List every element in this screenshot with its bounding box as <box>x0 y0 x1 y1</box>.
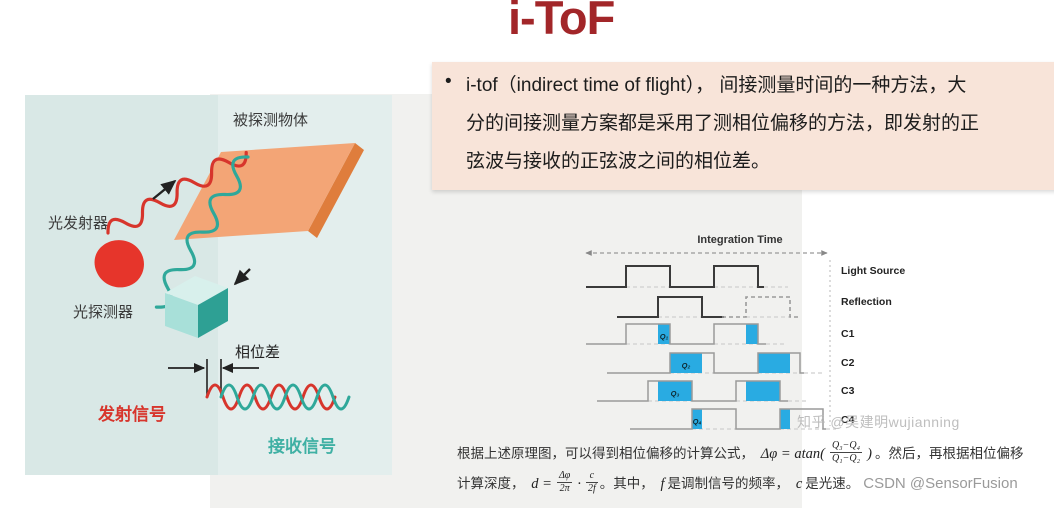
q2-label: Q₂ <box>682 361 691 370</box>
itof-timing-diagram: Integration Time Q₁ Q₂ Q₃ Q₄ Light Sourc… <box>585 234 905 430</box>
tx-signal-label: 发射信号 <box>97 404 166 424</box>
light-source-wave <box>586 265 764 288</box>
q2-window-2 <box>758 353 790 373</box>
page-title: i-ToF <box>508 0 615 44</box>
formula-l2-d-equals: d = <box>531 476 552 492</box>
q1-window <box>658 324 670 344</box>
q4-label: Q₄ <box>693 417 702 426</box>
tof-principle-diagram: 被探测物体 光发射器 光探测器 相位差 发射信号 接收信号 <box>25 95 392 475</box>
q3-window-2 <box>746 381 780 401</box>
slab-top-face <box>174 143 355 240</box>
q1-label: Q₁ <box>660 332 669 341</box>
c1-wave <box>586 323 766 345</box>
formula-l2-text2: 。其中， <box>599 476 654 491</box>
emitted-light-wave <box>106 150 248 235</box>
formula-f-symbol: f <box>660 476 665 492</box>
q4-window-2 <box>780 409 790 429</box>
row-label-reflection: Reflection <box>841 296 892 308</box>
row-label-c1: C1 <box>841 328 855 340</box>
charge-windows <box>658 324 790 429</box>
row-label-c4: C4 <box>841 414 855 426</box>
emitter-label: 光发射器 <box>48 215 108 232</box>
light-detector-cube <box>165 276 228 338</box>
phase-diff-label: 相位差 <box>235 344 280 361</box>
c3-wave <box>597 380 788 402</box>
reflection-wave <box>617 296 724 318</box>
reflected-light-wave <box>154 155 250 309</box>
c4-wave <box>630 408 826 430</box>
reflection-wave-dashed <box>722 296 800 318</box>
arrow-down-left-icon <box>233 268 251 286</box>
c2-wave <box>607 352 804 374</box>
intro-text: i-tof（indirect time of flight）， 间接测量时间的一… <box>466 67 1054 181</box>
csdn-watermark: CSDN @SensorFusion <box>863 475 1018 492</box>
zhihu-watermark: 知乎 @吴建明wujianning <box>797 414 960 430</box>
tx-sine-wave <box>205 383 337 411</box>
detected-object-slab <box>174 143 364 240</box>
row-label-c2: C2 <box>841 357 855 369</box>
intro-line-1: i-tof（indirect time of flight）， 间接测量时间的一… <box>466 75 967 96</box>
detector-label: 光探测器 <box>73 304 133 321</box>
multiply-dot: · <box>577 476 581 492</box>
formula-l1-text: 根据上述原理图，可以得到相位偏移的计算公式， <box>457 446 754 461</box>
integration-time-label: Integration Time <box>697 234 782 246</box>
cube-right-face <box>198 288 228 338</box>
rx-signal-label: 接收信号 <box>268 436 336 456</box>
object-label: 被探测物体 <box>233 112 308 129</box>
formula-c-symbol: c <box>795 476 803 492</box>
slab-side-face <box>308 143 364 238</box>
bullet-marker: • <box>445 71 452 92</box>
intro-text-block: • i-tof（indirect time of flight）， 间接测量时间… <box>432 62 1054 190</box>
q3-window <box>658 381 692 401</box>
formula-l1-close-paren: ) <box>867 446 872 462</box>
formula-l2-text3: 是调制信号的频率， <box>667 476 790 491</box>
q4-window <box>692 409 702 429</box>
cube-left-face <box>165 293 198 338</box>
intro-line-2: 分的间接测量方案都是采用了测相位偏移的方法，即发射的正 <box>466 113 980 134</box>
intro-line-3: 弦波与接收的正弦波之间的相位差。 <box>466 151 771 172</box>
arrow-up-right-icon <box>152 179 177 200</box>
q1-window-2 <box>746 324 758 344</box>
formula-l2-text4: 是光速。 <box>805 476 860 491</box>
formula-l1-text2: 。然后，再根据相位偏移 <box>874 446 1024 461</box>
cube-top-face <box>165 276 228 305</box>
row-label-c3: C3 <box>841 385 855 397</box>
formula-l1-math: Δφ = atan( <box>760 446 825 462</box>
rx-sine-wave <box>219 383 351 411</box>
light-emitter-shape <box>94 240 144 288</box>
formula-l2-text: 计算深度， <box>457 476 525 491</box>
q2-window <box>670 353 702 373</box>
row-label-light-source: Light Source <box>841 265 905 277</box>
q3-label: Q₃ <box>671 389 680 398</box>
